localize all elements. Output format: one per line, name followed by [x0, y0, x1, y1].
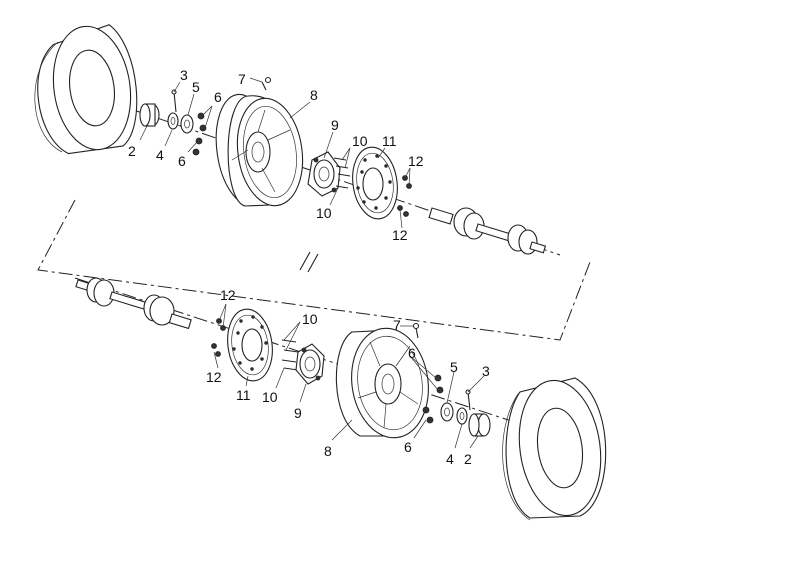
callout-8-top: 8 — [310, 87, 318, 103]
washer-4-bottom — [456, 407, 468, 425]
callout-5-top: 5 — [192, 79, 200, 95]
break-mark-right — [307, 253, 319, 273]
callout-7-bottom: 7 — [393, 317, 401, 333]
lug-nuts-bottom — [422, 374, 444, 424]
lug-nuts-top — [192, 112, 207, 156]
callout-10a-bottom: 10 — [302, 311, 318, 327]
callout-10b-bottom: 10 — [262, 389, 278, 405]
top-assembly: 3 2 4 5 6 6 7 8 9 10 10 11 12 12 — [34, 24, 547, 255]
bottom-assembly: 12 12 10 10 7 11 9 8 6 6 5 3 4 2 — [75, 277, 607, 521]
axle-shaft-top — [428, 207, 547, 255]
washer-4-top — [167, 112, 179, 130]
wheel-rim-bottom — [335, 327, 429, 439]
leader-lines-top — [139, 77, 411, 229]
studs-top — [333, 157, 351, 189]
tire-bottom — [502, 377, 607, 521]
callout-12a-bottom: 12 — [220, 287, 236, 303]
valve-stem-top — [261, 76, 272, 91]
callout-2-top: 2 — [128, 143, 136, 159]
cotter-pin-bottom — [465, 389, 471, 411]
break-mark-left — [299, 251, 311, 271]
brake-disc-top — [352, 146, 398, 220]
leader-lines-bottom — [213, 303, 485, 449]
callout-3-top: 3 — [180, 67, 188, 83]
callout-12b-top: 12 — [392, 227, 408, 243]
callout-4-bottom: 4 — [446, 451, 454, 467]
callout-7-top: 7 — [238, 71, 246, 87]
callout-8-bottom: 8 — [324, 443, 332, 459]
callout-10b-top: 10 — [316, 205, 332, 221]
axle-shaft-bottom — [75, 277, 192, 330]
brake-disc-bottom — [227, 308, 273, 382]
callout-11-top: 11 — [382, 133, 397, 149]
studs-bottom — [281, 339, 299, 371]
valve-stem-bottom — [412, 322, 420, 339]
callout-6b-bottom: 6 — [404, 439, 412, 455]
wheel-hub-top — [307, 151, 341, 197]
callout-6b-top: 6 — [178, 153, 186, 169]
callout-6a-top: 6 — [214, 89, 222, 105]
callout-9-bottom: 9 — [294, 405, 302, 421]
hub-nut-bottom — [468, 413, 491, 437]
wheel-rim-top — [215, 93, 304, 207]
washer-5-bottom — [440, 402, 454, 422]
cotter-pin-top — [171, 89, 177, 113]
callout-6a-bottom: 6 — [408, 345, 416, 361]
callout-11-bottom: 11 — [236, 387, 251, 403]
hub-nut-top — [139, 103, 160, 127]
wheel-hub-bottom — [295, 343, 325, 385]
callout-5-bottom: 5 — [450, 359, 458, 375]
callout-12b-bottom: 12 — [206, 369, 222, 385]
washer-5-top — [180, 114, 194, 134]
callout-3-bottom: 3 — [482, 363, 490, 379]
tire-top — [34, 24, 138, 155]
callout-2-bottom: 2 — [464, 451, 472, 467]
callout-9-top: 9 — [331, 117, 339, 133]
callout-12a-top: 12 — [408, 153, 424, 169]
callout-4-top: 4 — [156, 147, 164, 163]
callout-10a-top: 10 — [352, 133, 368, 149]
